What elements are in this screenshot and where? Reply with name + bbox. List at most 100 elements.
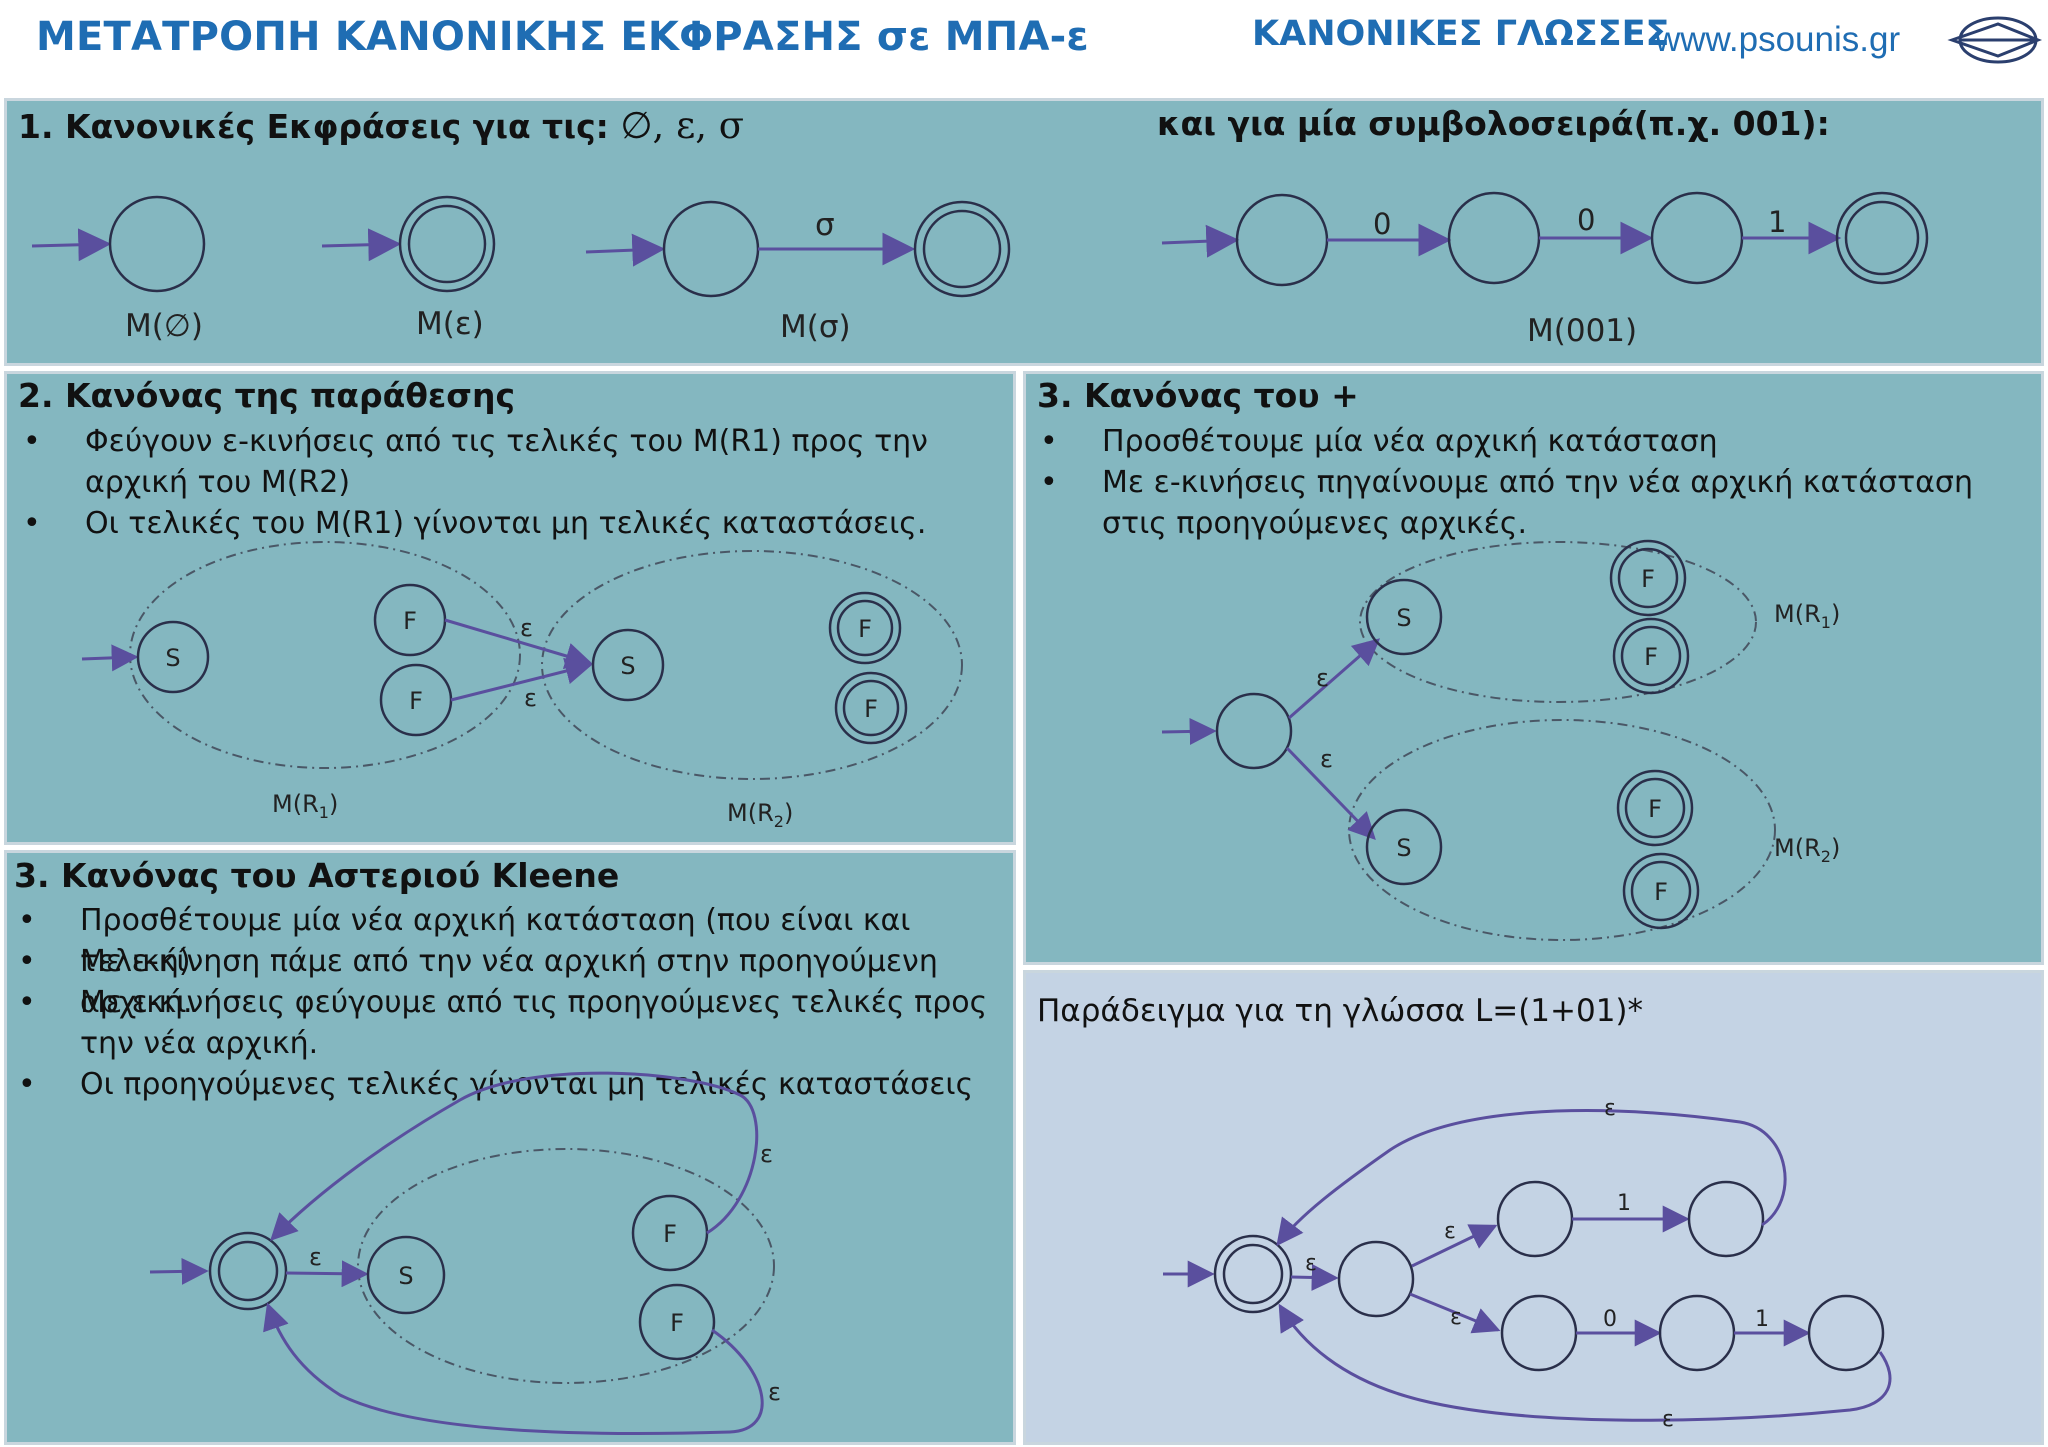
eps-arrow xyxy=(1285,746,1376,840)
section1-diagrams: M(∅) M(ε) M(σ) M(001) σ 0 0 1 xyxy=(31,191,1929,349)
eps-arrow xyxy=(1290,1263,1339,1291)
state-circle xyxy=(1622,852,1700,930)
psounis-logo-icon xyxy=(1947,16,2043,64)
start-arrow xyxy=(321,228,402,262)
section3-bullet-1: • Προσθέτουμε μία νέα αρχική κατάσταση xyxy=(1040,424,1718,459)
section1-title: 1. Κανονικές Εκφράσεις για τις: ∅, ε, σ xyxy=(18,104,745,147)
state-circle xyxy=(1620,625,1682,687)
section4-bullet-3: • Με ε-κινήσεις φεύγουμε από τις προηγού… xyxy=(18,985,988,1061)
section2-bullet-1: • Φεύγουν ε-κινήσεις από τις τελικές του… xyxy=(23,424,928,500)
panel-basic-expressions xyxy=(4,98,2044,366)
concatenation-diagram: S F F S F F ε ε M(R1) M(R2) xyxy=(81,541,963,831)
section1-title-right: και για μία συμβολοσειρά(π.χ. 001): xyxy=(1157,104,1830,143)
state-s-label: S xyxy=(165,644,180,672)
state-s-label: S xyxy=(398,1262,413,1290)
state-circle xyxy=(1624,777,1686,839)
final-state-inner xyxy=(1844,200,1920,276)
state-circle xyxy=(1213,1234,1293,1314)
label-m-r1: M(R1) xyxy=(272,790,338,822)
state-circle xyxy=(834,671,908,745)
page-title: ΜΕΤΑΤΡΟΠΗ ΚΑΝΟΝΙΚΗΣ ΕΚΦΡΑΣΗΣ σε ΜΠΑ-ε xyxy=(36,14,1089,60)
section4-bullet-4: • Οι προηγούμενες τελικές γίνονται μη τε… xyxy=(18,1067,974,1102)
eps-label: ε xyxy=(520,614,533,642)
label-m-empty: M(∅) xyxy=(125,308,203,344)
edge-label-0b: 0 xyxy=(1577,203,1595,237)
section3-bullet-2: • Με ε-κινήσεις πηγαίνουμε από την νέα α… xyxy=(1040,465,1973,541)
state-circle xyxy=(1222,1243,1284,1305)
label-m-001: M(001) xyxy=(1527,313,1637,349)
final-state-outer xyxy=(1835,191,1929,285)
state-f-label: F xyxy=(858,615,872,643)
edge-label-0a: 0 xyxy=(1373,207,1391,241)
section2-title: 2. Κανόνας της παράθεσης xyxy=(18,376,516,415)
eps-label: ε xyxy=(1450,1305,1462,1330)
label-m-eps: M(ε) xyxy=(416,306,484,342)
dashed-region-r2 xyxy=(541,550,963,780)
panel-union xyxy=(1023,371,2044,965)
edge-label-0: 0 xyxy=(1603,1307,1617,1332)
edge-label-1: 1 xyxy=(1768,205,1786,239)
kleene-diagram: S F F ε ε ε xyxy=(149,1071,781,1436)
dashed-region-r2 xyxy=(1348,719,1776,941)
state-circle xyxy=(591,628,665,702)
subject-title: ΚΑΝΟΝΙΚΕΣ ΓΛΩΣΣΕΣ xyxy=(1252,14,1670,54)
state-f-label: F xyxy=(1644,643,1658,671)
final-state-inner xyxy=(407,204,487,284)
start-arrow xyxy=(1161,717,1217,745)
label-m-r1: M(R1) xyxy=(1774,600,1840,632)
state-f-label: F xyxy=(1654,878,1668,906)
label-m-sigma: M(σ) xyxy=(780,309,851,345)
start-arrow xyxy=(81,644,139,672)
final-state-inner xyxy=(922,209,1002,289)
edge-sigma-label: σ xyxy=(815,207,835,243)
state-circle xyxy=(108,195,206,293)
state-s-label: S xyxy=(1396,604,1411,632)
state-circle xyxy=(208,1231,288,1311)
eps-back-arrow-top xyxy=(1276,1109,1787,1247)
eps-back-arrow-bottom xyxy=(1278,1303,1892,1422)
state-circle xyxy=(1365,578,1443,656)
state-circle xyxy=(1365,808,1443,886)
state-circle xyxy=(1658,1294,1736,1372)
section1-symbols: ∅, ε, σ xyxy=(620,104,745,147)
state-f-label: F xyxy=(1648,795,1662,823)
state-f-label: F xyxy=(409,687,423,715)
eps-label: ε xyxy=(1444,1219,1456,1244)
eps-arrow xyxy=(444,618,593,670)
eps-arrow xyxy=(1409,1292,1501,1334)
eps-label: ε xyxy=(1305,1251,1317,1276)
state-s-label: S xyxy=(620,652,635,680)
state-circle xyxy=(366,1235,446,1315)
state-circle xyxy=(828,591,902,665)
section4-bullet-1: • Προσθέτουμε μία νέα αρχική κατάσταση (… xyxy=(18,903,911,979)
state-circle xyxy=(1609,539,1687,617)
start-arrow xyxy=(585,233,666,267)
eps-arrow xyxy=(1288,638,1381,720)
start-arrow xyxy=(31,228,112,262)
panel-kleene-star xyxy=(4,850,1016,1445)
eps-back-arrow-top xyxy=(270,1071,759,1241)
final-state-outer xyxy=(398,195,496,293)
state-f-label: F xyxy=(864,695,878,723)
state-circle xyxy=(836,599,894,657)
union-diagram: S S F F F F ε ε M(R1) M(R2) xyxy=(1161,539,1840,941)
eps-label: ε xyxy=(1662,1407,1674,1432)
edge-label-1: 1 xyxy=(1617,1191,1631,1216)
state-circle xyxy=(1215,692,1293,770)
state-circle xyxy=(1337,1240,1415,1318)
start-arrow xyxy=(149,1257,209,1285)
eps-label: ε xyxy=(1316,664,1329,692)
state-circle xyxy=(1687,1180,1765,1258)
section4-title: 3. Κανόνας του Αστεριού Kleene xyxy=(14,856,620,895)
state-circle xyxy=(1616,769,1694,847)
state-f-label: F xyxy=(670,1309,684,1337)
dashed-region xyxy=(357,1148,775,1384)
panel-example xyxy=(1023,970,2044,1445)
eps-label: ε xyxy=(768,1378,781,1406)
start-arrow xyxy=(1161,224,1240,258)
section4-bullet-2: • Με ε-κίνηση πάμε από την νέα αρχική στ… xyxy=(18,944,938,1020)
site-link[interactable]: www.psounis.gr xyxy=(1655,20,1901,59)
state-circle xyxy=(1496,1180,1574,1258)
label-m-r2: M(R2) xyxy=(727,799,793,831)
edge-label-1: 1 xyxy=(1755,1307,1769,1332)
